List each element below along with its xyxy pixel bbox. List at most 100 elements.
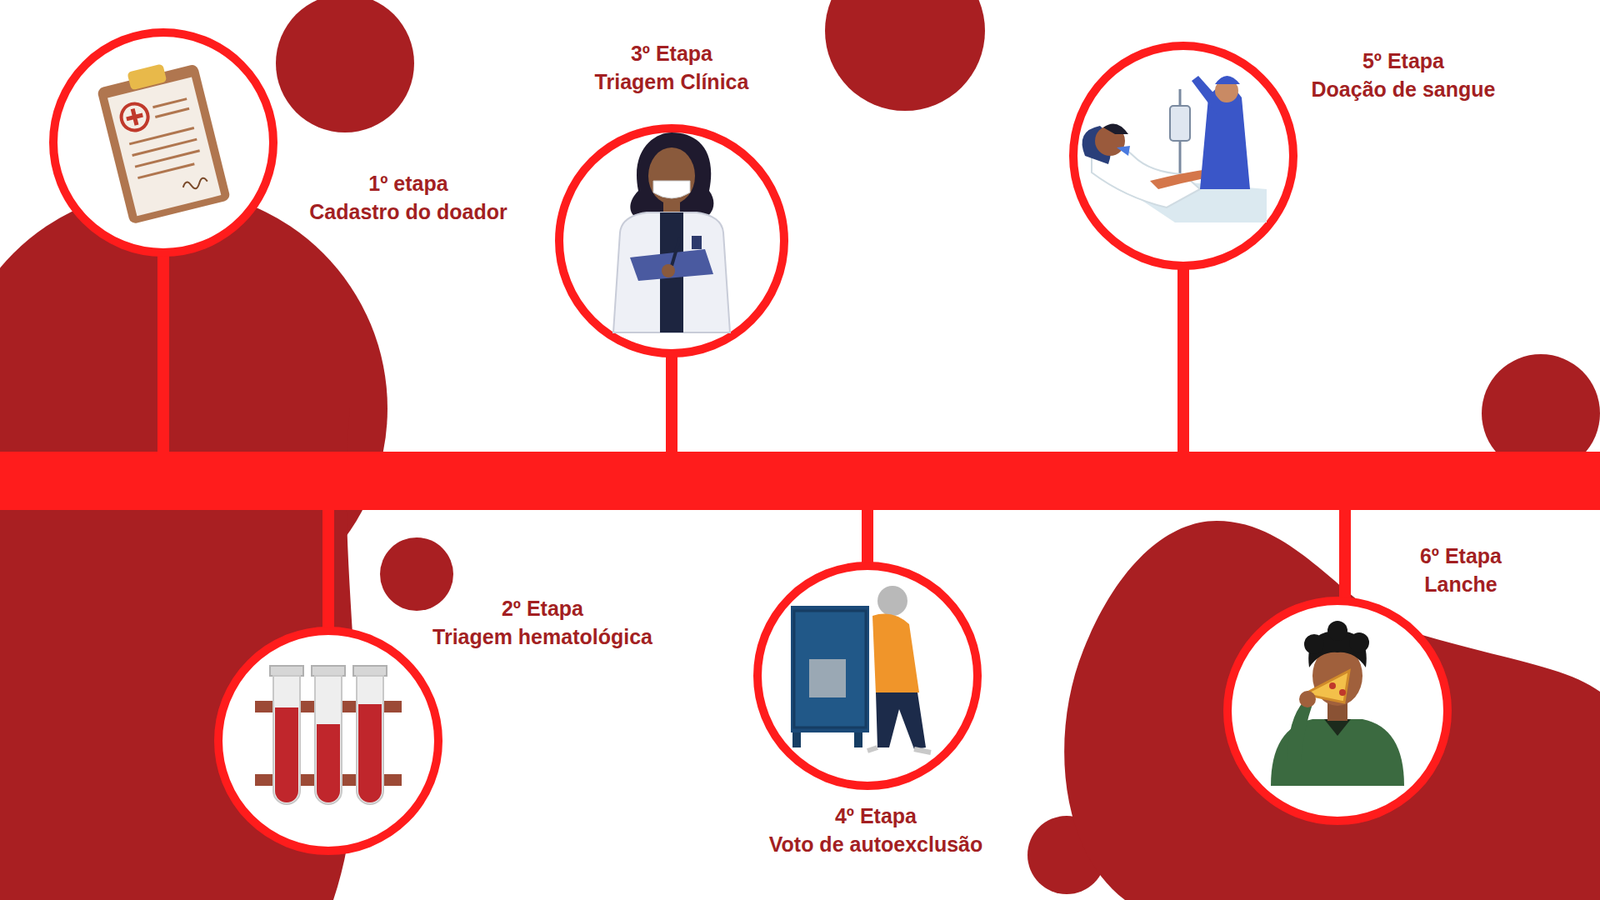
step-node: 4º EtapaVoto de autoexclusão <box>753 561 982 790</box>
step-caption: 2º EtapaTriagem hematológica <box>432 594 653 651</box>
timeline-bar <box>0 451 1600 510</box>
step-node: 6º EtapaLanche <box>1223 596 1452 825</box>
test-tubes-illustration-part-part <box>275 707 299 803</box>
voting-booth-illustration-part <box>877 585 908 616</box>
voting-booth-illustration-part <box>854 732 863 748</box>
timeline-stem-part <box>157 250 170 455</box>
voting-booth-illustration-part <box>875 692 926 750</box>
step-circle-part <box>218 630 439 851</box>
test-tubes-illustration-part-part <box>358 704 382 803</box>
step-title: Doação de sangue <box>1311 75 1496 104</box>
test-tubes-illustration-part-part <box>316 724 340 803</box>
blood-donation-illustration-part <box>1215 75 1240 85</box>
blood-donation-illustration-part <box>1116 145 1130 156</box>
doctor-illustration-part <box>630 132 714 219</box>
pizza-eater-illustration-part <box>1304 634 1325 655</box>
doctor-illustration-part <box>671 237 680 266</box>
step-circle-part <box>757 565 978 786</box>
timeline-stem-part <box>1177 262 1190 455</box>
step-caption: 3º EtapaTriagem Clínica <box>595 39 750 96</box>
step-title: Cadastro do doador <box>309 197 508 226</box>
pizza-eater-illustration-part <box>1329 682 1336 690</box>
doctor-illustration-part <box>613 212 730 333</box>
step-circle-part <box>1073 45 1294 266</box>
pizza-eater-illustration-part <box>1324 719 1351 736</box>
step-number: 2º Etapa <box>432 594 653 623</box>
step-caption: 5º EtapaDoação de sangue <box>1311 46 1496 104</box>
pizza-eater-illustration-part <box>1299 690 1316 708</box>
step-node: 2º EtapaTriagem hematológica <box>214 626 443 855</box>
blood-donation-illustration-part <box>1191 75 1225 115</box>
pizza-eater-illustration-part <box>1327 620 1348 641</box>
step-title: Voto de autoexclusão <box>769 830 984 859</box>
voting-booth-illustration <box>790 585 931 753</box>
timeline-stem-part <box>1339 508 1351 602</box>
blood-donation-illustration-part <box>1103 124 1129 135</box>
step-circle-part <box>559 128 785 354</box>
clipboard-illustration-part <box>107 76 221 216</box>
clipboard-illustration-part <box>96 63 231 225</box>
clipboard-illustration-part <box>182 177 210 192</box>
doctor-illustration-part <box>653 180 690 199</box>
test-tubes-illustration-part-part <box>315 675 342 805</box>
voting-booth-illustration-part <box>867 747 931 753</box>
step-number: 4º Etapa <box>769 801 984 830</box>
step-caption: 4º EtapaVoto de autoexclusão <box>769 801 984 859</box>
step-caption: 6º EtapaLanche <box>1420 541 1502 599</box>
doctor-illustration-part <box>661 264 675 278</box>
voting-booth-illustration-part <box>790 605 870 733</box>
voting-booth-illustration-part <box>794 610 866 728</box>
step-circle-part <box>53 32 274 253</box>
step-number: 5º Etapa <box>1311 46 1496 75</box>
voting-booth-illustration-part <box>792 732 801 748</box>
doctor-illustration-part <box>648 147 695 205</box>
pizza-eater-illustration-part <box>1349 632 1370 653</box>
blood-donation-illustration-part <box>1150 169 1209 190</box>
step-node: 3º EtapaTriagem Clínica <box>555 124 789 358</box>
step-title: Triagem Clínica <box>595 67 750 96</box>
timeline-stem-part <box>665 350 678 455</box>
test-tubes-illustration-part-part <box>353 665 387 676</box>
timeline-stem-part <box>322 508 335 634</box>
clipboard-illustration-part <box>126 63 167 90</box>
step-circle <box>53 32 1448 851</box>
test-tubes-illustration <box>255 665 402 805</box>
background-blob-part <box>380 537 454 611</box>
step-node: 1º etapaCadastro do doador <box>49 28 278 257</box>
step-title: Triagem hematológica <box>432 622 653 651</box>
clipboard-illustration-part-part <box>137 164 195 179</box>
test-tubes-illustration-part <box>275 704 382 803</box>
step-number: 6º Etapa <box>1420 541 1502 570</box>
background-blob-part <box>825 0 985 111</box>
step-node: 5º EtapaDoação de sangue <box>1069 41 1298 270</box>
test-tubes-illustration-part-part <box>311 665 345 676</box>
test-tubes-illustration-part <box>270 665 387 676</box>
background-blob-part <box>275 0 415 133</box>
clipboard-illustration-part <box>124 106 145 127</box>
clipboard-illustration-part <box>122 99 203 179</box>
background-blob-part <box>1064 520 1600 900</box>
test-tubes-illustration-part-part <box>270 665 304 676</box>
doctor-illustration <box>613 132 730 333</box>
test-tubes-illustration-part <box>273 675 384 805</box>
blood-donation-illustration <box>1082 75 1267 223</box>
clipboard-illustration-part-part <box>155 108 190 117</box>
timeline-stem-part <box>861 508 874 567</box>
pizza-eater-illustration-part <box>1287 700 1313 761</box>
doctor-illustration-part <box>691 235 702 250</box>
step-number: 1º etapa <box>309 169 508 198</box>
step-number: 3º Etapa <box>595 39 750 68</box>
step-caption: 1º etapaCadastro do doador <box>309 169 508 226</box>
clipboard-illustration-part-part <box>152 99 187 108</box>
voting-booth-illustration-part <box>872 614 920 695</box>
voting-booth-illustration-part <box>809 659 846 698</box>
blood-donation-illustration-part <box>1170 105 1190 141</box>
clipboard-illustration <box>95 55 231 225</box>
step-circle-part <box>1227 600 1448 821</box>
test-tubes-illustration-part-part <box>273 675 300 805</box>
pizza-eater-illustration-part <box>1339 689 1346 696</box>
step-title: Lanche <box>1420 570 1502 599</box>
